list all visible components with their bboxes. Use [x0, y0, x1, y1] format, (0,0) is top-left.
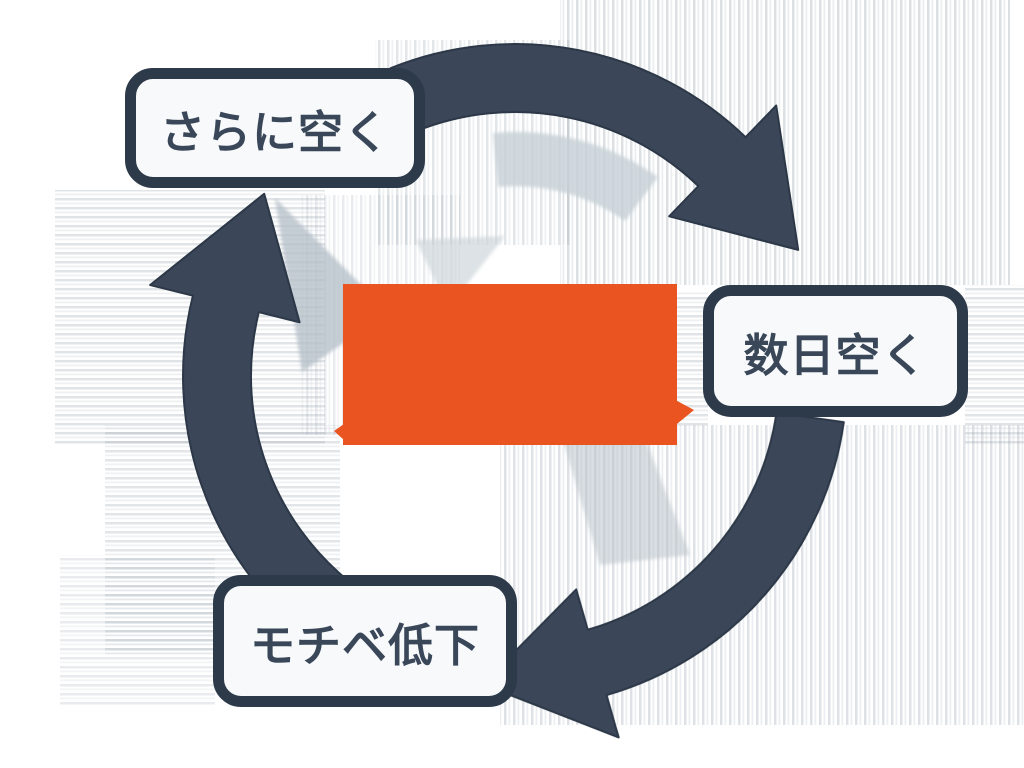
center-redaction-group — [334, 284, 694, 445]
node-label: さらに空く — [159, 106, 390, 158]
orange-nib-left — [334, 424, 344, 440]
node-box-sujitsu-aku: 数日空く — [703, 285, 968, 417]
node-box-motibe-teika: モチベ低下 — [213, 575, 517, 707]
node-label: 数日空く — [743, 329, 928, 381]
node-box-sarani-aku: さらに空く — [125, 68, 425, 188]
node-label: モチベ低下 — [249, 619, 480, 671]
center-redaction-block — [343, 284, 677, 445]
